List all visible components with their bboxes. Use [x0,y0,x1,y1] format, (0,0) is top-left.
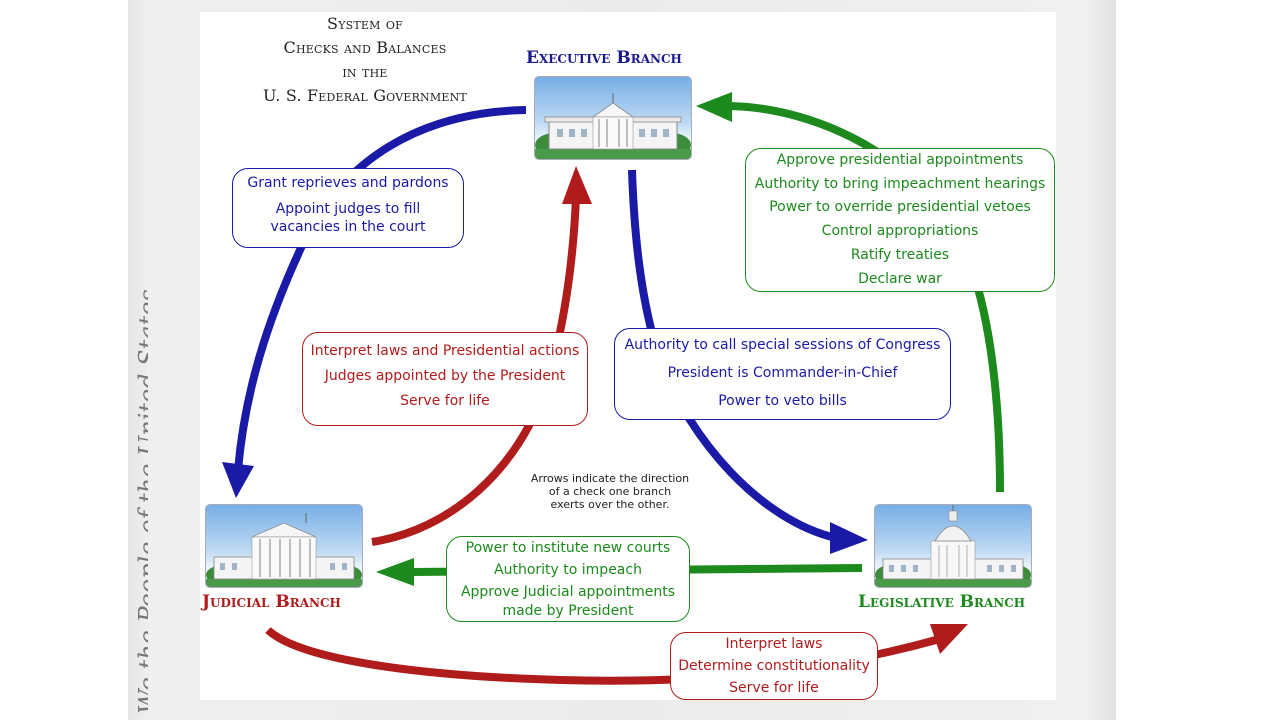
judicial-exec-item: Interpret laws and Presidential actions [310,343,580,359]
judicial-exec-item: Serve for life [400,393,490,409]
legislative-exec-item: Ratify treaties [850,246,950,263]
legislative-exec-item: Declare war [858,270,942,287]
exec-judicial-item: vacancies in the court [270,219,426,235]
note-line: Arrows indicate the direction [530,472,690,485]
judicial-legislative-item: Determine constitutionality [678,658,870,674]
legislative-branch-label: Legislative Branch [858,592,1026,612]
arrowhead-legislative-to-exec [696,92,732,122]
supreme-court-image [205,504,363,588]
white-house-image [534,76,692,160]
left-margin [0,0,128,720]
judicial-legislative-item: Interpret laws [725,636,823,652]
legislative-judicial-item: Authority to impeach [494,562,642,578]
legislative-checks-exec-box: Approve presidential appointments Author… [745,148,1055,292]
executive-branch-label: Executive Branch [526,48,682,68]
legislative-judicial-item: made by President [502,603,634,619]
title-line-4: U. S. Federal Government [263,86,467,105]
title-line-2: Checks and Balances [283,38,447,57]
legislative-exec-item: Control appropriations [821,223,979,240]
arrowhead-exec-to-legislative [830,522,868,554]
title-line-3: in the [342,62,388,81]
legislative-exec-item: Authority to bring impeachment hearings [754,175,1046,192]
arrowhead-legislative-to-judicial [376,558,414,586]
judicial-legislative-item: Serve for life [729,680,819,696]
right-margin [1116,0,1280,720]
arrow-direction-note: Arrows indicate the direction of a check… [505,472,715,511]
legislative-checks-judicial-box: Power to institute new courts Authority … [446,536,690,622]
note-line: of a check one branch [548,485,672,498]
legislative-exec-item: Approve presidential appointments [776,152,1024,168]
arrow-exec-to-judicial [234,106,527,471]
legislative-judicial-item: Power to institute new courts [465,540,671,556]
exec-legislative-item: President is Commander-in-Chief [667,365,898,381]
exec-checks-judicial-box: Grant reprieves and pardons Appoint judg… [232,168,464,248]
exec-legislative-item: Authority to call special sessions of Co… [624,337,941,353]
judicial-checks-legislative-box: Interpret laws Determine constitutionali… [670,632,878,700]
judicial-exec-item: Judges appointed by the President [324,368,566,384]
exec-judicial-item: Grant reprieves and pardons [247,175,449,191]
arrowhead-judicial-to-legislative [930,624,968,654]
diagram-title: System of Checks and Balances in the U. … [225,12,505,108]
capitol-image [874,504,1032,588]
title-line-1: System of [327,14,403,33]
exec-judicial-item: Appoint judges to fill [275,201,421,217]
legislative-exec-item: Power to override presidential vetoes [769,199,1031,216]
exec-legislative-item: Power to veto bills [718,393,847,409]
judicial-branch-label: Judicial Branch [202,592,341,612]
legislative-judicial-item: Approve Judicial appointments [460,584,676,600]
arrowhead-judicial-to-exec [562,166,592,204]
arrowhead-exec-to-judicial [222,462,254,498]
note-line: exerts over the other. [550,498,670,511]
judicial-checks-exec-box: Interpret laws and Presidential actions … [302,332,588,426]
exec-checks-legislative-box: Authority to call special sessions of Co… [614,328,951,420]
